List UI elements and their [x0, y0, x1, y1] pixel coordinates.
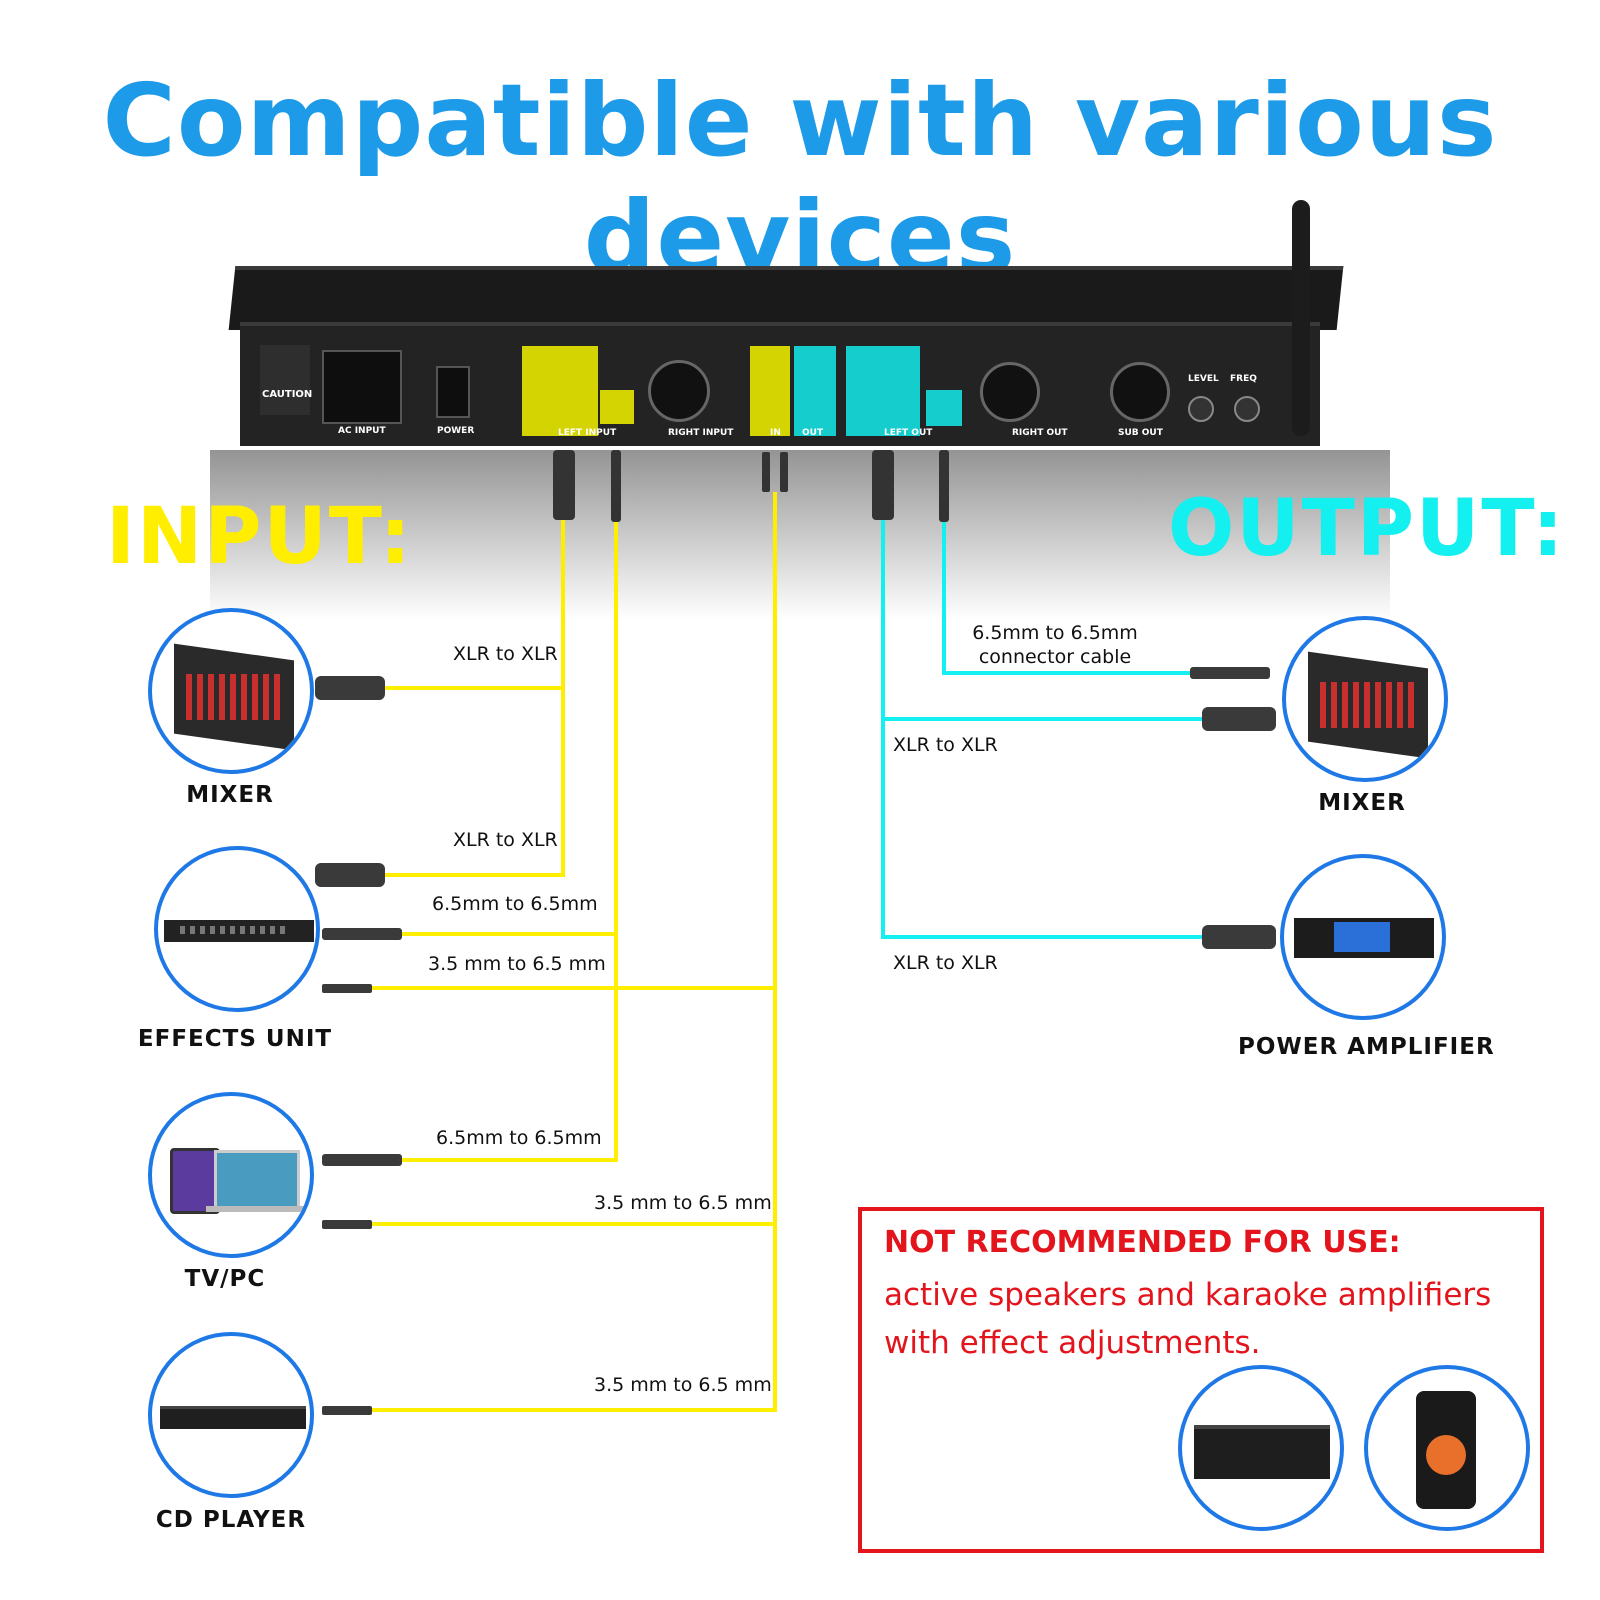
right-input-label: RIGHT INPUT [668, 428, 734, 438]
cable-out-xlr-mixer [881, 520, 1205, 721]
input-device-label: MIXER [186, 782, 274, 808]
left-input-label: LEFT INPUT [558, 428, 617, 438]
right-out-label: RIGHT OUT [1012, 428, 1068, 438]
cd-player-icon [148, 1332, 314, 1498]
page-title: Compatible with various devices [102, 62, 1498, 296]
jack-connector-icon [322, 1154, 402, 1166]
jack-connector-icon [322, 928, 402, 940]
level-label: LEVEL [1188, 374, 1219, 384]
power-label: POWER [437, 426, 475, 436]
jack-connector-icon [611, 450, 621, 522]
left-input-xlr [522, 346, 598, 436]
rca-out-label: OUT [802, 428, 824, 438]
ac-input-label: AC INPUT [338, 426, 386, 436]
mixer-icon [1282, 616, 1448, 782]
ac-input-socket [322, 350, 402, 424]
jack-connector-icon [939, 450, 949, 522]
mixer-icon [148, 608, 314, 774]
input-device-label: TV/PC [184, 1266, 266, 1292]
xlr-connector-icon [1202, 925, 1276, 949]
cable-cd-35 [370, 988, 777, 1412]
output-label: OUTPUT: [1168, 484, 1566, 574]
input-device-label: EFFECTS UNIT [137, 1026, 333, 1052]
xlr-connector-icon [872, 450, 894, 520]
device-reflection [210, 450, 1390, 620]
warning-box: NOT RECOMMENDED FOR USE: active speakers… [858, 1207, 1544, 1553]
rca-in-label: IN [770, 428, 781, 438]
av-receiver-icon [1178, 1365, 1344, 1531]
effects-unit-icon [154, 846, 320, 1012]
xlr-connector-icon [315, 863, 385, 887]
level-knob[interactable] [1188, 396, 1214, 422]
power-amplifier-icon [1280, 854, 1446, 1020]
cable-out-65 [942, 520, 1192, 675]
cable-out-xlr-amp [881, 719, 1205, 939]
warning-text: active speakers and karaoke amplifiers w… [884, 1277, 1492, 1361]
cable-label: 3.5 mm to 6.5 mm [594, 1374, 772, 1396]
cable-label: 6.5mm to 6.5mm [436, 1127, 602, 1149]
tv-pc-icon [148, 1092, 314, 1258]
cable-effects-xlr [383, 688, 565, 877]
right-input-xlr [648, 360, 710, 422]
power-switch[interactable] [436, 366, 470, 418]
output-device-label: MIXER [1318, 790, 1406, 816]
cable-label: XLR to XLR [893, 952, 998, 974]
left-out-xlr [846, 346, 920, 436]
cable-label: XLR to XLR [453, 643, 558, 665]
cable-label: XLR to XLR [893, 734, 998, 756]
jack-connector-icon [780, 452, 788, 492]
jack-connector-icon [322, 984, 372, 993]
freq-knob[interactable] [1234, 396, 1260, 422]
left-input-jack [600, 390, 634, 424]
warning-title: NOT RECOMMENDED FOR USE: [884, 1225, 1401, 1260]
xlr-connector-icon [315, 676, 385, 700]
antenna-icon [1292, 200, 1310, 436]
cable-tvpc-65 [400, 934, 618, 1162]
xlr-connector-icon [553, 450, 575, 520]
left-out-label: LEFT OUT [884, 428, 933, 438]
xlr-connector-icon [1202, 707, 1276, 731]
jack-connector-icon [762, 452, 770, 492]
input-device-label: CD PLAYER [155, 1507, 307, 1533]
cable-effects-65 [400, 520, 618, 936]
left-out-jack [926, 390, 962, 426]
jack-connector-icon [322, 1406, 372, 1415]
party-speaker-icon [1364, 1365, 1530, 1531]
jack-connector-icon [1190, 667, 1270, 679]
right-out-xlr [980, 362, 1040, 422]
rca-in [750, 346, 790, 436]
freq-label: FREQ [1230, 374, 1257, 384]
output-device-label: POWER AMPLIFIER [1238, 1034, 1495, 1060]
jack-connector-icon [322, 1220, 372, 1229]
input-label: INPUT: [106, 492, 413, 582]
sub-out-label: SUB OUT [1118, 428, 1163, 438]
rca-out [794, 346, 836, 436]
cable-label: 6.5mm to 6.5mm [432, 893, 598, 915]
caution-label: CAUTION [260, 345, 312, 415]
cable-label: 3.5 mm to 6.5 mm [428, 953, 606, 975]
cable-label: 3.5 mm to 6.5 mm [594, 1192, 772, 1214]
sub-out-xlr [1110, 362, 1170, 422]
cable-label: XLR to XLR [453, 829, 558, 851]
cable-label: 6.5mm to 6.5mm connector cable [972, 622, 1138, 668]
